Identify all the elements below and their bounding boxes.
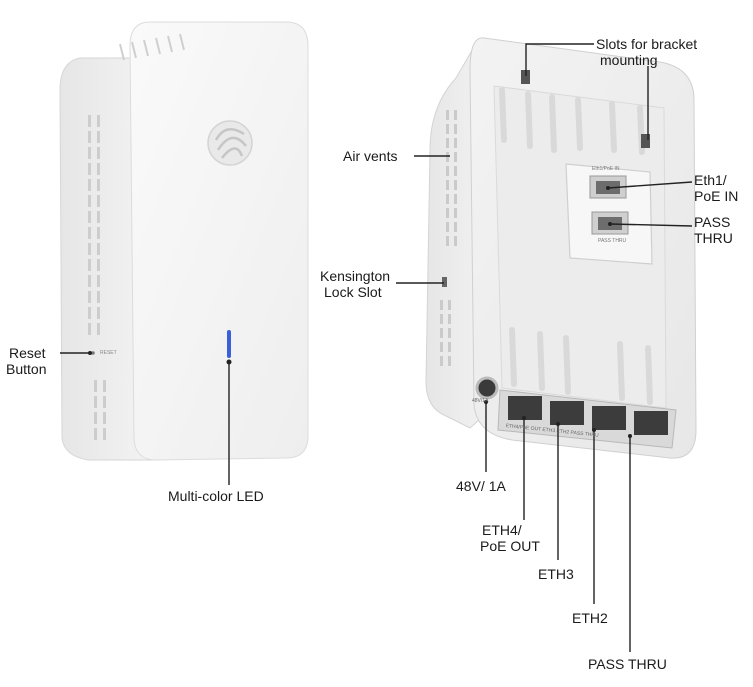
label-eth4-line-2: PoE OUT	[480, 538, 540, 554]
label-reset-line-2: Button	[6, 361, 47, 377]
reset-pinhole	[91, 351, 95, 355]
label-slots-line-1: Slots for bracket	[596, 36, 698, 52]
label-pass-thru-top-line-2: THRU	[694, 230, 733, 246]
label-pass-thru-top: PASS THRU	[694, 214, 733, 246]
label-eth1-line-2: PoE IN	[694, 188, 739, 204]
bracket-slot-left	[521, 70, 530, 84]
label-eth2-text: ETH2	[572, 610, 608, 626]
device-mark-reset: RESET	[100, 350, 117, 356]
back-side-vents	[440, 110, 457, 366]
label-multi-color-led: Multi-color LED	[168, 488, 264, 504]
leader-pass-thru-top	[609, 223, 693, 227]
leader-dots	[88, 186, 632, 438]
label-eth1-line-1: Eth1/	[694, 172, 727, 188]
label-power-text: 48V/ 1A	[456, 478, 506, 494]
leader-eth1	[607, 181, 693, 189]
back-ribs	[499, 87, 653, 405]
back-device	[425, 37, 697, 459]
device-mark-port-bottom: PASS THRU	[598, 238, 626, 244]
label-eth4-line-1: ETH4/	[482, 522, 522, 538]
bottom-ports	[508, 396, 668, 435]
label-slots-line-2: mounting	[600, 52, 658, 68]
label-pass-thru-bottom-text: PASS THRU	[588, 656, 667, 672]
device-mark-reset-text: RESET	[100, 350, 117, 356]
label-power-48v: 48V/ 1A	[456, 478, 506, 494]
label-reset-button: Reset Button	[6, 345, 46, 377]
bracket-slot-right	[641, 134, 650, 148]
device-mark-power: 48V/1A	[472, 398, 488, 404]
led-indicator-icon	[227, 330, 231, 358]
label-eth3: ETH3	[538, 566, 574, 582]
label-kensington-line-2: Lock Slot	[324, 284, 382, 300]
label-eth2: ETH2	[572, 610, 608, 626]
port-module	[565, 163, 653, 265]
front-top-vents	[119, 33, 185, 61]
label-eth3-text: ETH3	[538, 566, 574, 582]
device-mark-port-top-text: Eth1/PoE IN	[592, 166, 620, 172]
label-eth4-poe-out: ETH4/ PoE OUT	[480, 522, 540, 554]
label-air-vents-text: Air vents	[343, 148, 398, 164]
leader-slot-left	[525, 43, 594, 76]
device-mark-power-text: 48V/1A	[472, 398, 489, 404]
front-side-vents	[88, 115, 106, 440]
front-device	[59, 21, 309, 461]
label-led-text: Multi-color LED	[168, 488, 264, 504]
label-kensington-lock-slot: Kensington Lock Slot	[320, 268, 390, 300]
leader-lines	[60, 43, 693, 652]
brand-logo-icon	[207, 120, 253, 166]
label-reset-line-1: Reset	[9, 345, 46, 361]
label-air-vents: Air vents	[343, 148, 397, 164]
bottom-port-strip	[497, 389, 677, 449]
label-eth1-poe-in: Eth1/ PoE IN	[694, 172, 738, 204]
label-slots-for-bracket: Slots for bracket mounting	[596, 36, 697, 68]
label-pass-thru-bottom: PASS THRU	[588, 656, 667, 672]
label-kensington-line-1: Kensington	[320, 268, 391, 284]
power-jack	[475, 376, 499, 400]
kensington-slot	[442, 277, 447, 287]
device-mark-port-top: Eth1/PoE IN	[592, 166, 620, 172]
front-device-face	[129, 21, 309, 461]
device-mark-port-bottom-text: PASS THRU	[598, 238, 627, 244]
label-pass-thru-top-line-1: PASS	[694, 214, 731, 230]
